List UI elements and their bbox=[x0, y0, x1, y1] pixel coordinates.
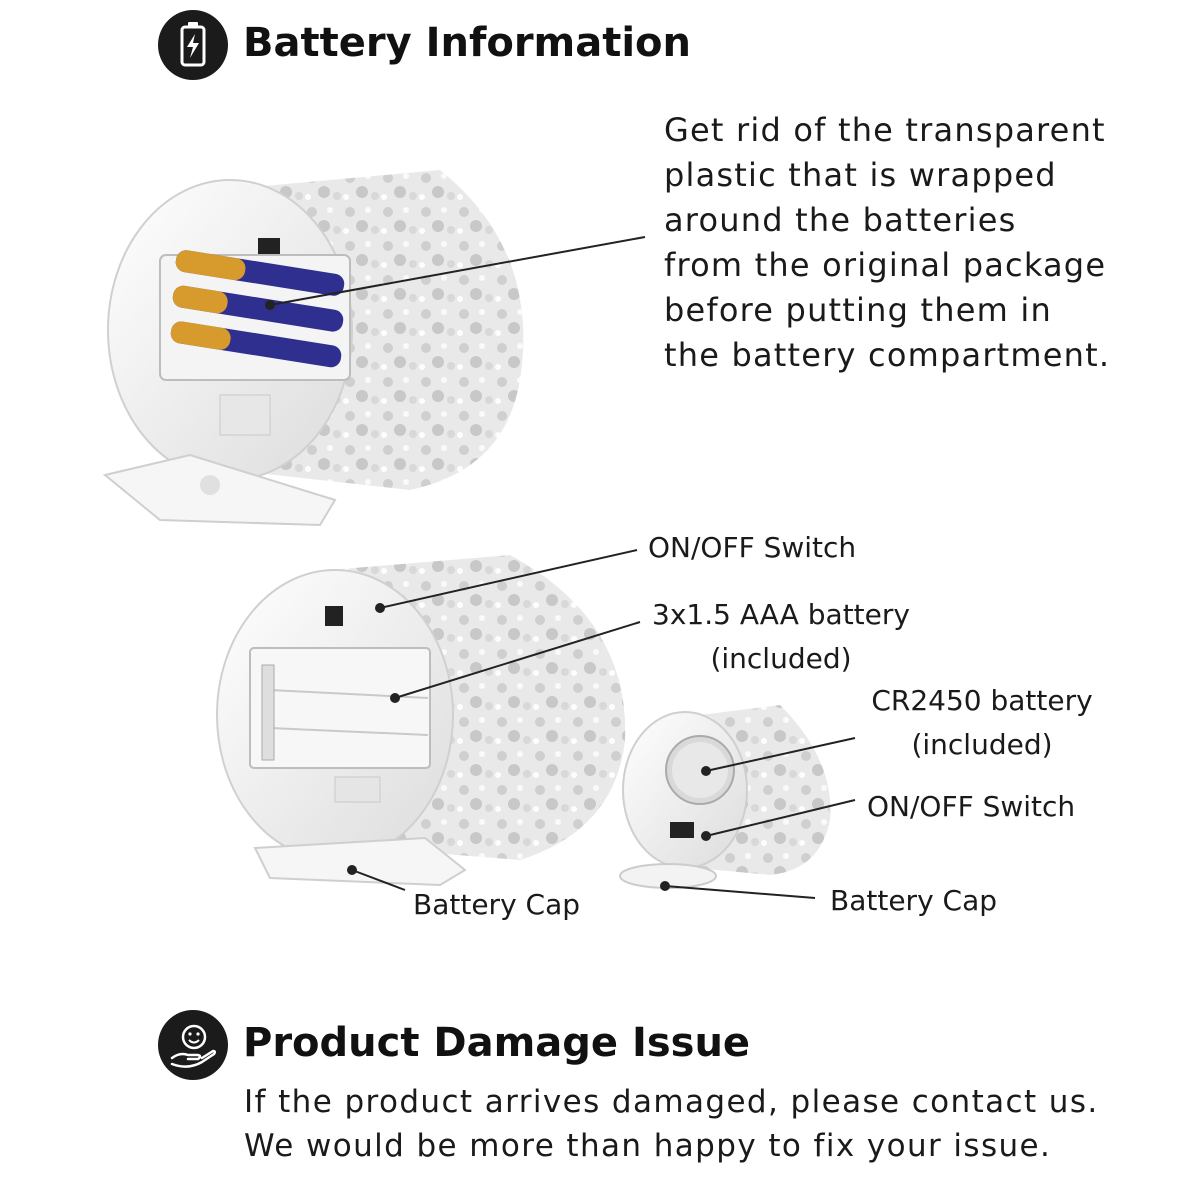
battery-section-title: Battery Information bbox=[243, 20, 692, 66]
battery-charging-icon bbox=[180, 22, 206, 67]
aaa-battery-cells bbox=[170, 250, 345, 368]
smile-hand-icon bbox=[170, 1024, 217, 1068]
instruction-line: plastic that is wrapped bbox=[664, 156, 1057, 194]
large-cap-label: Battery Cap bbox=[413, 888, 581, 921]
message-line: We would be more than happy to fix your … bbox=[244, 1128, 1052, 1164]
label-line: 3x1.5 AAA battery bbox=[652, 598, 910, 631]
instruction-line: before putting them in bbox=[664, 291, 1052, 329]
label-line: CR2450 battery bbox=[871, 684, 1093, 717]
damage-section-title: Product Damage Issue bbox=[243, 1020, 751, 1066]
top-candle bbox=[102, 170, 646, 527]
message-line: If the product arrives damaged, please c… bbox=[244, 1084, 1099, 1120]
battery-instructions: Get rid of the transparent plastic that … bbox=[664, 108, 1110, 378]
small-cap-label: Battery Cap bbox=[830, 884, 998, 917]
small-candle bbox=[619, 705, 856, 899]
instruction-line: the battery compartment. bbox=[664, 336, 1111, 374]
small-switch-label: ON/OFF Switch bbox=[867, 790, 1076, 823]
small-battery-label: CR2450 battery (included) bbox=[842, 679, 1122, 767]
label-line: (included) bbox=[911, 728, 1053, 761]
label-line: (included) bbox=[710, 642, 852, 675]
damage-message: If the product arrives damaged, please c… bbox=[244, 1080, 1099, 1168]
instruction-line: Get rid of the transparent bbox=[664, 111, 1106, 149]
instruction-line: around the batteries bbox=[664, 201, 1017, 239]
battery-icon-badge bbox=[158, 10, 228, 80]
large-switch-label: ON/OFF Switch bbox=[648, 531, 857, 564]
large-candle bbox=[216, 549, 641, 891]
damage-icon-badge bbox=[158, 1010, 228, 1080]
instruction-line: from the original package bbox=[664, 246, 1107, 284]
large-battery-label: 3x1.5 AAA battery (included) bbox=[636, 593, 926, 681]
